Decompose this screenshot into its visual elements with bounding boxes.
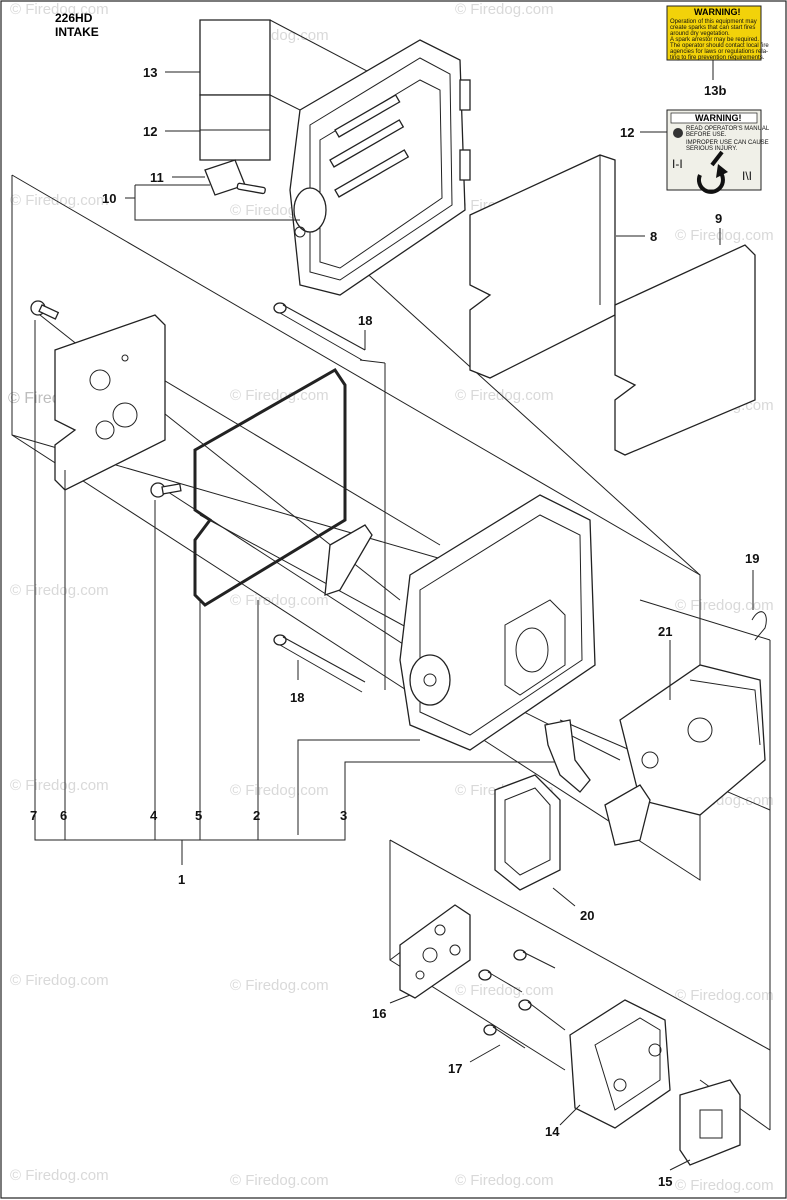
part-labels: 13 12 11 10 13b 12 8 9 18 18 19 21 7 6 4… (30, 65, 759, 1189)
watermark-text: © Firedog.com (455, 1172, 554, 1189)
label-12-right: 12 (620, 125, 634, 140)
label-14: 14 (545, 1124, 560, 1139)
label-4: 4 (150, 808, 158, 823)
part-18-bolt-upper (273, 302, 366, 361)
label-9: 9 (715, 211, 722, 226)
label-7: 7 (30, 808, 37, 823)
decal-yellow-line: The operator should contact local fire (670, 43, 769, 49)
decal-yellow-line: around dry vegetation. (670, 31, 730, 37)
label-1: 1 (178, 872, 185, 887)
part-16-gasket (399, 904, 471, 999)
watermark-text: © Firedog.com (230, 977, 329, 994)
decal-yellow-line: Operation of this equipment may (670, 19, 757, 25)
part-14-intake (569, 999, 671, 1129)
part-21-carburetor (604, 664, 766, 846)
part-2-lever (324, 524, 373, 596)
label-12-left: 12 (143, 124, 157, 139)
watermark-text: © Firedog.com (10, 972, 109, 989)
decal-yellow-heading: WARNING! (694, 7, 741, 17)
label-10: 10 (102, 191, 116, 206)
part-20-cover (494, 774, 561, 891)
watermark-text: © Firedog.com (10, 192, 109, 209)
decal-yellow-line: create sparks that can start fires (670, 25, 755, 31)
watermark-text: © Firedog.com (455, 982, 554, 999)
part-1-bracket (34, 320, 555, 865)
part-6-gasket (54, 314, 166, 491)
filter-cover-assembly (289, 39, 471, 296)
label-18-upper: 18 (358, 313, 372, 328)
label-17: 17 (448, 1061, 462, 1076)
decal-choke-line: BEFORE USE. (686, 132, 727, 138)
part-4-screw (150, 482, 182, 498)
decal-yellow-line: ting to fire prevention requirements. (670, 55, 765, 61)
label-18-lower: 18 (290, 690, 304, 705)
section-title: INTAKE (55, 25, 99, 39)
part-15-gasket (679, 1079, 741, 1166)
watermark-text: © Firedog.com (455, 387, 554, 404)
watermark-text: © Firedog.com (675, 597, 774, 614)
decal-choke-heading: WARNING! (695, 113, 742, 123)
part-7-screw (30, 300, 60, 320)
label-5: 5 (195, 808, 202, 823)
watermark-text: © Firedog.com (230, 387, 329, 404)
label-20: 20 (580, 908, 594, 923)
label-21: 21 (658, 624, 672, 639)
part-5-oring (193, 368, 347, 607)
label-13b: 13b (704, 83, 726, 98)
part-9-filter (614, 244, 756, 456)
watermark-text: © Firedog.com (455, 1, 554, 18)
choke-open-mark: I-I (672, 157, 683, 171)
watermark-text: © Firedog.com (10, 1167, 109, 1184)
label-2: 2 (253, 808, 260, 823)
label-15: 15 (658, 1174, 672, 1189)
part-17-bolts (478, 949, 566, 1049)
filter-housing (399, 494, 596, 751)
label-19: 19 (745, 551, 759, 566)
decal-warning-choke: WARNING! READ OPERATOR'S MANUAL BEFORE U… (666, 109, 770, 194)
part-8-filter (469, 154, 616, 379)
watermark-text: © Firedog.com (675, 227, 774, 244)
label-3: 3 (340, 808, 347, 823)
label-6: 6 (60, 808, 67, 823)
part-11-knob (204, 159, 266, 196)
decal-choke-line: SERIOUS INJURY. (686, 146, 737, 152)
decal-choke-line: READ OPERATOR'S MANUAL (686, 126, 770, 132)
part-18-bolt-lower (273, 634, 366, 693)
model-title: 226HD (55, 11, 93, 25)
watermark-text: © Firedog.com (675, 987, 774, 1004)
watermark-text: © Firedog.com (10, 582, 109, 599)
watermark-text: © Firedog.com (230, 592, 329, 609)
label-leaders (125, 60, 754, 1171)
part-12-sheet (199, 94, 271, 161)
watermark-text: © Firedog.com (230, 1172, 329, 1189)
label-16: 16 (372, 1006, 386, 1021)
watermark-text: © Firedog.com (230, 782, 329, 799)
watermark-text: © Firedog.com (675, 1177, 774, 1194)
decal-warning-yellow: WARNING! Operation of this equipment may… (666, 5, 769, 61)
label-8: 8 (650, 229, 657, 244)
part-19-clip (751, 611, 767, 641)
decal-choke-line: IMPROPER USE CAN CAUSE (686, 140, 769, 146)
watermark-text: © Firedog.com (10, 1, 109, 18)
decal-yellow-line: agencies for laws or regulations rela- (670, 49, 768, 55)
choke-closed-mark: I\I (742, 169, 752, 183)
decal-yellow-line: A spark arrestor may be required. (670, 37, 759, 43)
label-13: 13 (143, 65, 157, 80)
label-11: 11 (150, 170, 164, 185)
part-3-choke-lever (544, 719, 591, 793)
watermark-text: © Firedog.com (10, 777, 109, 794)
